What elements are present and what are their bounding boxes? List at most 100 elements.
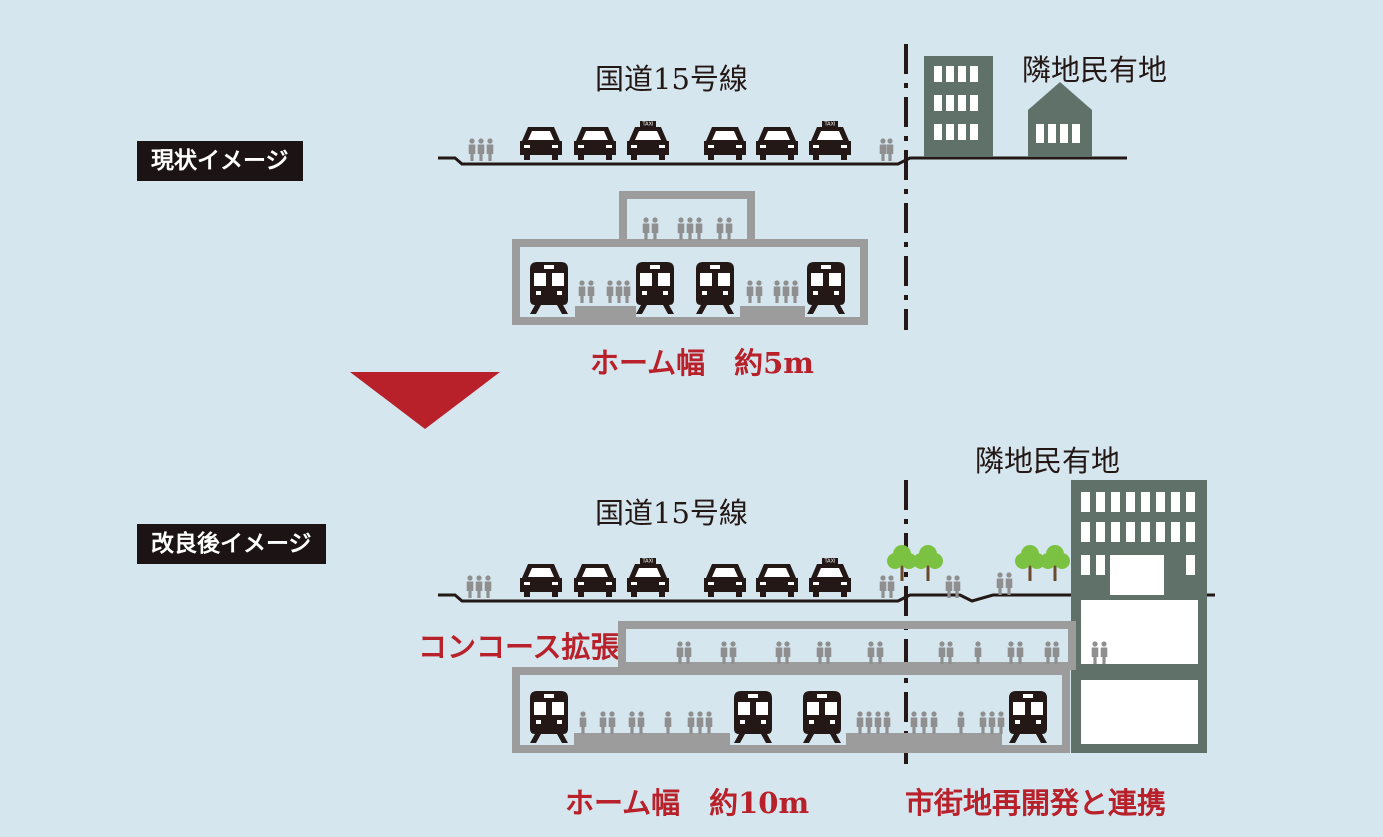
after-road-line [438,593,1215,603]
building-window [1126,492,1135,512]
person-icon [686,217,694,240]
train-icon [530,691,568,743]
redevelopment-building [1071,480,1207,753]
car-icon [574,564,616,597]
current-image-tag: 現状イメージ [137,141,303,181]
building-window [1111,492,1120,512]
person-icon [879,575,887,598]
current-platform-width: ホーム幅 約5m [590,346,814,380]
building-window [1186,492,1195,512]
person-icon [938,641,946,664]
after-neighbor-label: 隣地民有地 [975,444,1121,478]
taxi-sign-icon [822,558,838,564]
person-icon [979,711,987,734]
person-icon [477,138,485,161]
train-icon [530,262,568,314]
person-icon [468,138,476,161]
person-icon [930,711,938,734]
person-icon [755,280,763,303]
train-icon [807,262,845,314]
person-icon [608,711,616,734]
person-icon [876,641,884,664]
building-window [1126,522,1135,542]
person-icon [664,711,672,734]
person-icon [729,641,737,664]
person-icon [475,575,483,598]
car-icon [756,564,798,597]
person-icon [782,280,790,303]
building-window [1171,522,1180,542]
office-building-icon [924,56,993,157]
building-window [1081,555,1090,575]
current-concourse-box [619,191,755,242]
person-icon [696,711,704,734]
person-icon [1016,641,1024,664]
person-icon [486,138,494,161]
current-road-label: 国道15号線 [595,62,748,96]
taxi-icon [627,127,669,160]
current-platform-box [512,239,868,325]
tree-icon [1040,545,1070,581]
tree-icon [913,545,943,581]
person-icon [746,280,754,303]
person-icon [887,575,895,598]
person-icon [824,641,832,664]
taxi-sign-text: TAXI [642,122,654,128]
building-window [1186,522,1195,542]
building-window [1186,555,1195,575]
after-platform-box [512,667,1070,753]
building-window [1081,492,1090,512]
train-icon [803,691,841,743]
person-icon [856,711,864,734]
car-icon [574,127,616,160]
person-icon [816,641,824,664]
person-icon [579,711,587,734]
person-icon [716,217,724,240]
person-icon [676,641,684,664]
person-icon [1052,641,1060,664]
after-concourse-box [618,621,1076,670]
person-icon [867,641,875,664]
after-road-label: 国道15号線 [595,496,748,530]
taxi-sign-icon [640,558,656,564]
person-icon [988,711,996,734]
person-icon [1005,572,1013,595]
building-window [1141,492,1150,512]
taxi-sign-text: TAXI [824,122,836,128]
person-icon [883,711,891,734]
person-icon [606,280,614,303]
person-icon [920,711,928,734]
person-icon [946,641,954,664]
person-icon [578,280,586,303]
person-icon [484,575,492,598]
person-icon [677,217,685,240]
person-icon [587,280,595,303]
concourse-expansion-label: コンコース拡張 [418,630,620,664]
car-icon [756,127,798,160]
car-icon [704,127,746,160]
after-platform-width: ホーム幅 約10m [565,786,810,820]
taxi-icon [809,127,851,160]
taxi-icon [809,564,851,597]
person-icon [725,217,733,240]
person-icon [886,138,894,161]
train-icon [1009,691,1047,743]
person-icon [775,641,783,664]
person-icon [615,280,623,303]
train-icon [734,691,772,743]
person-icon [687,711,695,734]
person-icon [1044,641,1052,664]
car-icon [704,564,746,597]
person-icon [791,280,799,303]
building-window [1111,522,1120,542]
person-icon [996,572,1004,595]
person-icon [879,138,887,161]
taxi-sign-icon [640,121,656,127]
building-window [1096,492,1105,512]
person-icon [910,711,918,734]
building-window [1156,492,1165,512]
person-icon [628,711,636,734]
taxi-sign-text: TAXI [642,559,654,565]
person-icon [623,280,631,303]
